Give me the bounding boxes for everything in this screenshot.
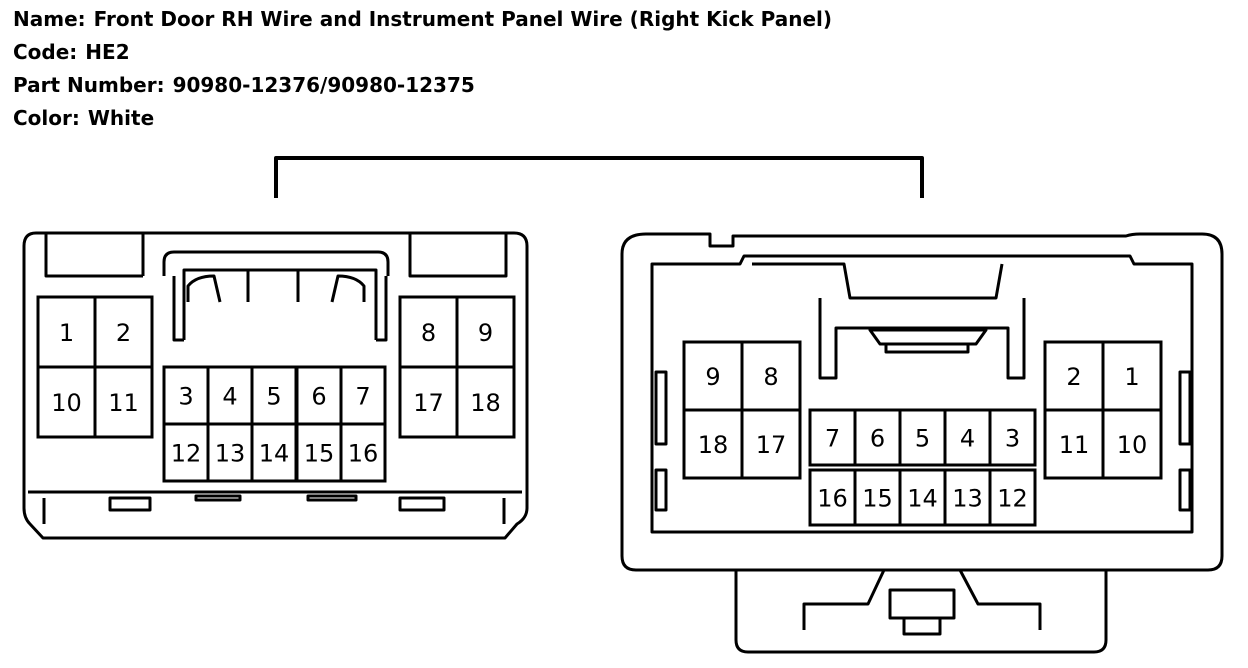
left-connector-pin-label: 18: [470, 389, 501, 417]
left-connector-pin-label: 9: [478, 319, 493, 347]
color-line: Color: White: [13, 102, 832, 135]
name-line: Name: Front Door RH Wire and Instrument P…: [13, 3, 832, 36]
left-connector-pin-label: 17: [413, 389, 444, 417]
left-connector-pin-cavity: [339, 422, 387, 483]
right-connector-pin-label: 18: [698, 431, 729, 459]
right-connector-pin-label: 17: [756, 431, 787, 459]
right-connector-pin-label: 2: [1066, 363, 1081, 391]
right-connector-pin-label: 12: [997, 485, 1028, 513]
right-connector-pin-label: 4: [960, 425, 975, 453]
code-value: HE2: [85, 40, 130, 64]
left-connector-pin-label: 12: [171, 440, 202, 468]
left-connector-pin-label: 15: [304, 440, 335, 468]
right-connector-housing: [620, 232, 1224, 654]
left-connector-pin-label: 8: [421, 319, 436, 347]
right-connector-pin-label: 15: [862, 485, 893, 513]
right-connector-pin-grid: [682, 340, 1163, 527]
left-connector-pin-label: 5: [266, 383, 281, 411]
left-connector-pin-label: 2: [116, 319, 131, 347]
right-connector-pin-label: 9: [705, 363, 720, 391]
right-connector-pin-label: 5: [915, 425, 930, 453]
part-number-line: Part Number: 90980-12376/90980-12375: [13, 69, 832, 102]
right-connector-pin-label: 3: [1005, 425, 1020, 453]
right-connector-pin-label: 14: [907, 485, 938, 513]
left-connector-pin-cavity: [455, 365, 516, 439]
left-connector-pin-label: 4: [222, 383, 237, 411]
left-connector-pin-label: 13: [215, 440, 246, 468]
left-connector-pin-label: 1: [59, 319, 74, 347]
connector-info: Name: Front Door RH Wire and Instrument P…: [13, 3, 832, 135]
right-connector-pin-cavity: [988, 468, 1037, 527]
right-connector-pin-cavity: [1101, 408, 1163, 480]
right-connector-pin-cavity: [988, 408, 1037, 467]
right-connector-pin-label: 13: [952, 485, 983, 513]
left-connector-pin-label: 10: [51, 389, 82, 417]
left-connector-pin-cavity: [93, 365, 154, 439]
right-connector-pin-cavity: [740, 408, 802, 480]
name-label: Name:: [13, 7, 86, 31]
right-connector-pin-label: 6: [870, 425, 885, 453]
left-connector-pin-grid: [36, 295, 516, 483]
right-connector-pin-label: 7: [825, 425, 840, 453]
mating-bracket: [274, 156, 924, 198]
left-connector-pin-label: 16: [348, 440, 379, 468]
right-connector-pin-label: 11: [1059, 431, 1090, 459]
left-connector-pin-label: 3: [178, 383, 193, 411]
left-connector-pin-label: 11: [108, 389, 139, 417]
left-connector-pin-label: 14: [259, 440, 290, 468]
name-value: Front Door RH Wire and Instrument Panel …: [93, 7, 833, 31]
color-value: White: [87, 106, 155, 130]
code-label: Code:: [13, 40, 78, 64]
right-connector-pin-label: 16: [817, 485, 848, 513]
part-number-label: Part Number:: [13, 73, 165, 97]
part-number-value: 90980-12376/90980-12375: [172, 73, 475, 97]
code-line: Code: HE2: [13, 36, 832, 69]
color-label: Color:: [13, 106, 80, 130]
right-connector-pin-label: 8: [763, 363, 778, 391]
right-connector-pin-label: 10: [1117, 431, 1148, 459]
left-connector-pin-label: 7: [355, 383, 370, 411]
right-connector-pin-label: 1: [1124, 363, 1139, 391]
left-connector-pin-label: 6: [311, 383, 326, 411]
left-connector-housing: [22, 231, 529, 540]
